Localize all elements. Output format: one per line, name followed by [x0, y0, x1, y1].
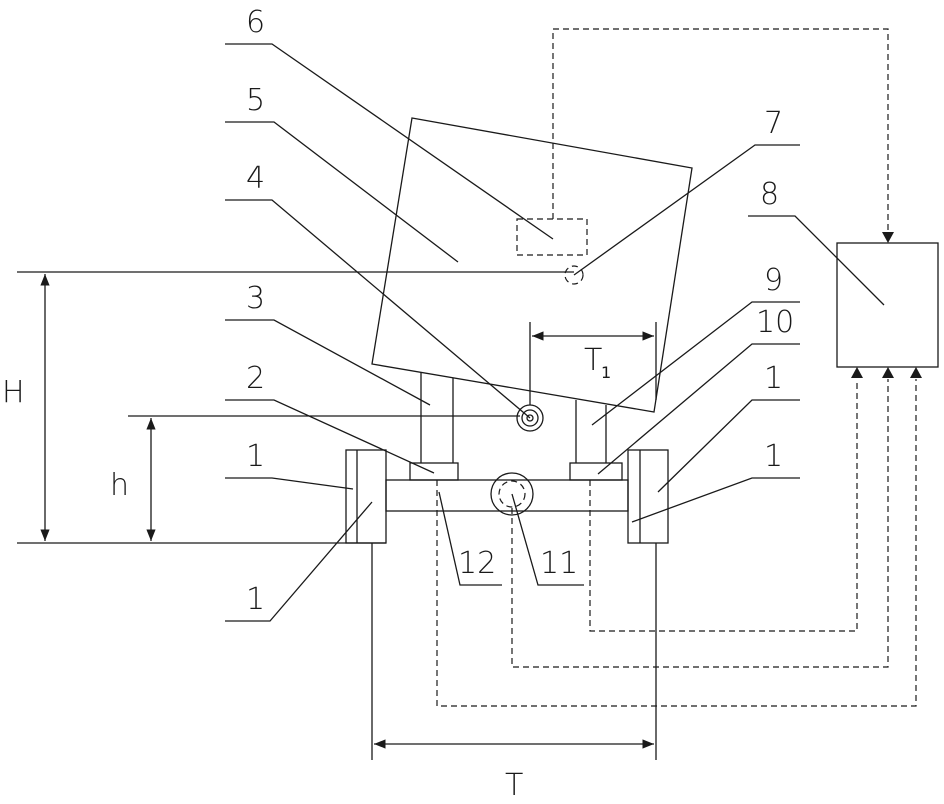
signal-line-2 — [437, 379, 916, 706]
label-3: 3 — [246, 281, 265, 316]
label-11: 11 — [540, 546, 578, 581]
label-8: 8 — [760, 177, 779, 212]
dimension-h — [128, 416, 520, 541]
label-1-right-lower: 1 — [764, 439, 783, 474]
support-column-9 — [576, 400, 606, 463]
dim-label-H: H — [2, 375, 25, 410]
wheel-right-1 — [628, 450, 668, 543]
controller-box-8 — [837, 243, 938, 367]
dimension-T — [372, 543, 656, 760]
label-9: 9 — [764, 263, 783, 298]
label-7: 7 — [764, 106, 783, 141]
label-5: 5 — [246, 83, 265, 118]
tilted-body-5 — [372, 118, 692, 412]
dim-label-T: T — [505, 768, 523, 803]
dim-label-T1: T — [584, 343, 602, 378]
label-4: 4 — [246, 161, 265, 196]
label-1-left-lower: 1 — [246, 582, 265, 617]
dim-label-T1-subscript: 1 — [601, 363, 611, 382]
label-1-right-upper: 1 — [764, 361, 783, 396]
signal-line-sensor — [553, 29, 888, 232]
actuator-block-10 — [570, 463, 622, 480]
label-1-left-upper: 1 — [246, 439, 265, 474]
dim-label-h: h — [110, 468, 129, 503]
label-2: 2 — [246, 361, 265, 396]
signal-line-11 — [512, 379, 888, 667]
wheel-left-1 — [346, 450, 386, 543]
sensor-box-6 — [517, 219, 587, 255]
signal-line-10 — [590, 379, 857, 631]
label-12: 12 — [458, 546, 496, 581]
label-6: 6 — [246, 5, 265, 40]
dimension-H — [17, 272, 574, 543]
label-10: 10 — [756, 305, 794, 340]
signal-arrowheads — [851, 232, 922, 378]
support-column-3 — [421, 372, 453, 463]
